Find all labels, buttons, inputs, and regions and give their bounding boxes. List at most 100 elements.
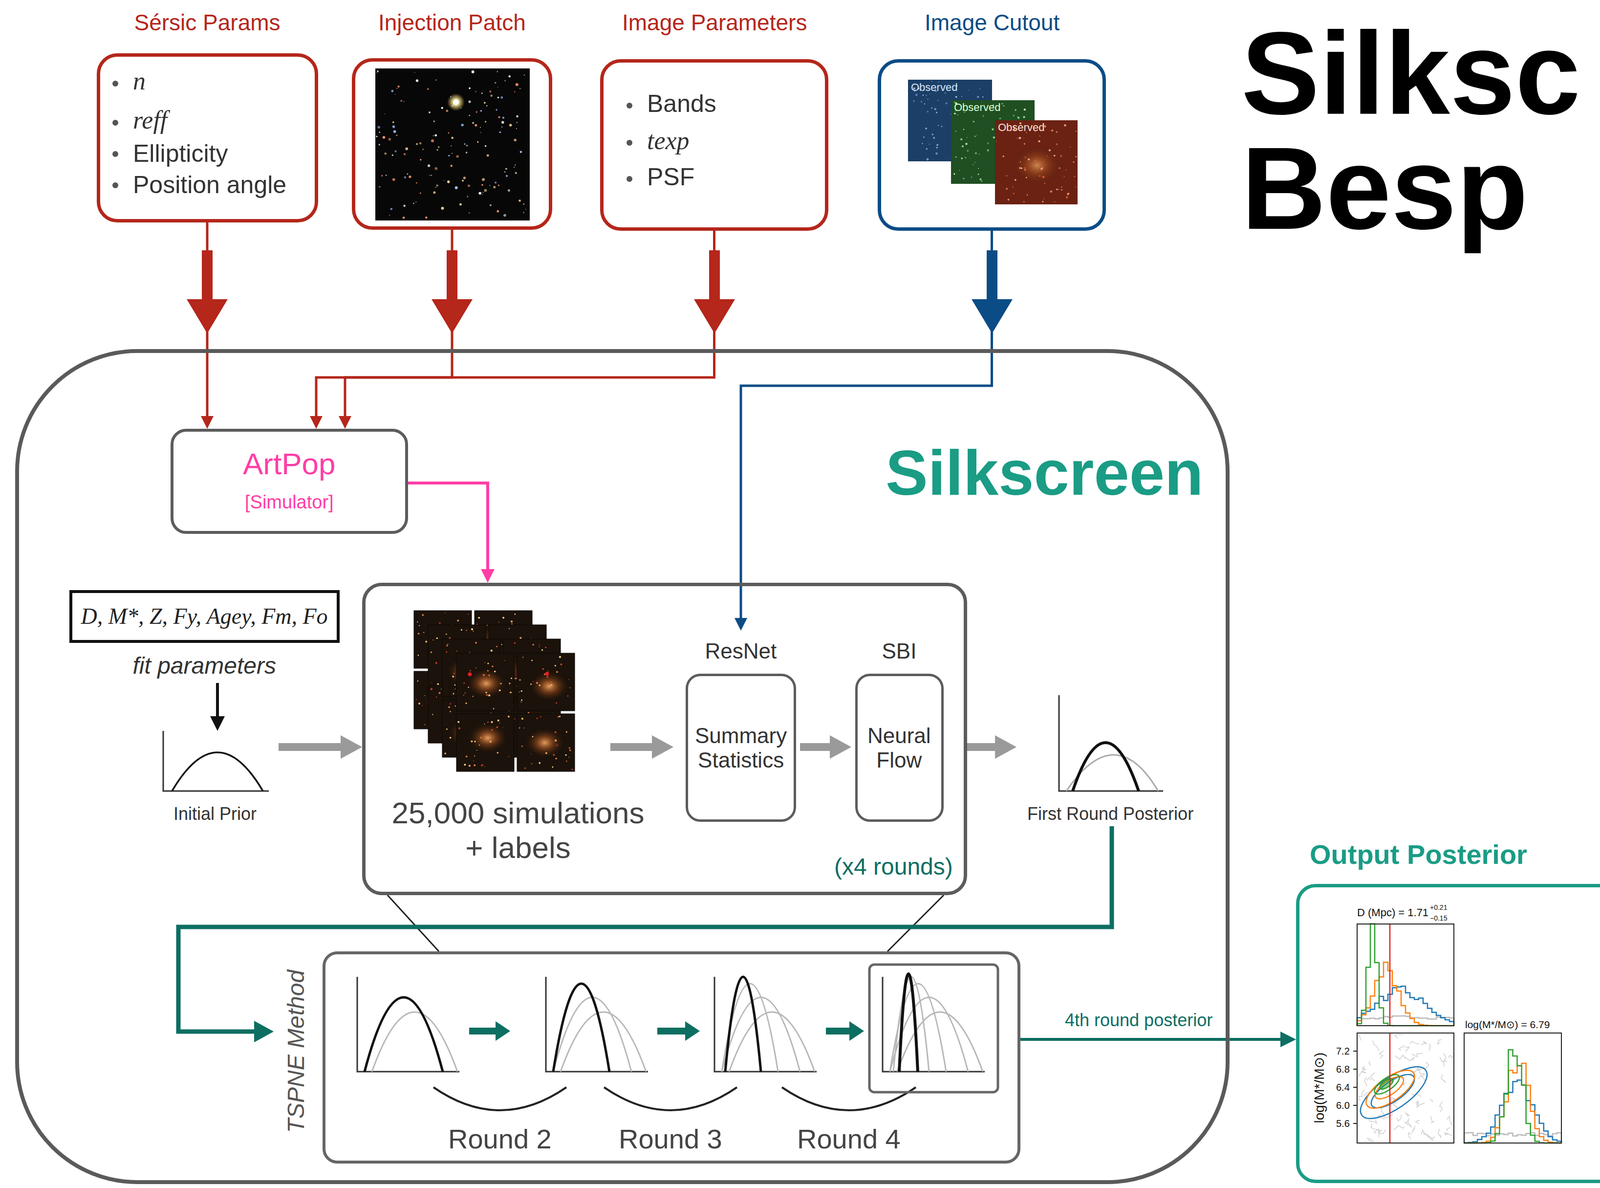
cutout-image (1001, 103, 1003, 105)
injection-image (508, 75, 511, 78)
simulation-tile (545, 680, 548, 683)
injection-image (519, 150, 523, 153)
simulation-tile (520, 698, 523, 701)
cutout-image (1034, 159, 1037, 161)
flow-arrow (610, 735, 674, 759)
simulation-tile (503, 659, 505, 661)
box-caption: fit parameters (132, 651, 277, 679)
cutout-image (926, 158, 930, 161)
injection-image (434, 167, 438, 171)
injection-image (431, 139, 434, 143)
box-outline (600, 59, 829, 231)
injection-image (412, 202, 415, 205)
simulation-tile (449, 710, 452, 713)
injection-image (378, 143, 381, 146)
simulation-tile (532, 643, 535, 646)
cutout-image (941, 125, 943, 128)
corner-plot (1364, 1076, 1367, 1086)
round-arrow (469, 1020, 511, 1041)
simulation-tile (454, 704, 456, 707)
simulation-tile (565, 759, 568, 762)
zoom-line (887, 894, 944, 952)
injection-image (403, 152, 406, 155)
injection-image (450, 164, 453, 167)
corner-plot (1358, 1034, 1362, 1040)
cutout-image (937, 124, 940, 127)
cutout-image (1038, 175, 1041, 177)
cutout-image (931, 133, 934, 136)
simulation-tile (491, 665, 494, 668)
cutout-image (955, 156, 957, 158)
cutout-image (932, 136, 935, 139)
connector (1020, 1037, 1281, 1041)
posterior-plot (1072, 742, 1139, 791)
injection-image (400, 99, 403, 102)
round-panel: TSPNE MethodRound 2Round 3Round 4 (273, 951, 1021, 1164)
simulation-tile (463, 694, 465, 696)
injection-image (468, 87, 471, 90)
simulation-tile (475, 667, 477, 669)
injection-image (427, 87, 430, 90)
simulation-tile (473, 759, 475, 761)
simulation-tile (472, 630, 474, 632)
injection-image (376, 72, 378, 74)
box-heading: ResNet (705, 638, 778, 664)
cutout-image (950, 113, 952, 115)
corner-plot (1394, 1034, 1403, 1038)
cutout-image (1051, 129, 1054, 131)
cutout-image (1056, 143, 1058, 145)
simulation-tile (476, 749, 478, 751)
cutout-image (958, 169, 961, 172)
injection-image (509, 123, 513, 127)
cutout-image (1014, 178, 1017, 181)
injection-image (501, 121, 504, 124)
injection-image (505, 167, 508, 170)
simulation-tile (478, 744, 480, 746)
injection-image (427, 164, 431, 167)
simulation-tile (550, 683, 553, 686)
cutout-image (1063, 124, 1067, 127)
simulation-tile (468, 764, 471, 767)
simulation-tile (507, 715, 510, 718)
simulation-tile (554, 739, 557, 742)
injection-image (396, 87, 398, 89)
injection-image (402, 216, 405, 219)
cutout-image (1042, 200, 1044, 203)
image-tag: Observed (953, 101, 1001, 114)
corner-plot (1444, 1132, 1449, 1136)
injection-image (378, 131, 381, 133)
page-title: Besp (1241, 129, 1529, 247)
zoom-line (387, 894, 439, 952)
round-arc (604, 1086, 737, 1110)
prior-plot: Initial Prior (156, 730, 279, 826)
injection-image (447, 93, 465, 111)
cutout-image (936, 144, 939, 147)
simulation-tile (524, 767, 526, 769)
simulation-tile (514, 613, 516, 615)
injection-image (516, 121, 518, 124)
round-plot (729, 1011, 815, 1072)
box-outline (855, 673, 944, 822)
simulation-tile (444, 611, 446, 613)
cutout-image (988, 142, 990, 144)
cutout-image (922, 94, 924, 96)
simulation-tile (475, 641, 477, 644)
corner-plot (1367, 1077, 1372, 1081)
bullet-dot (112, 80, 119, 87)
simulation-tile (467, 686, 469, 688)
cutout-image (960, 138, 963, 141)
corner-plot (1405, 1112, 1410, 1116)
round-arrow (469, 1020, 865, 1041)
box-heading: Image Cutout (924, 9, 1060, 36)
plot-error: −0.15 (1429, 913, 1448, 922)
simulation-tile (473, 763, 476, 766)
box-heading: SBI (882, 638, 917, 664)
simulation-tile (456, 619, 459, 622)
cutout-image (966, 149, 970, 152)
cutout-image (1002, 155, 1005, 157)
injection-image (519, 87, 521, 89)
plot-caption: Initial Prior (173, 803, 257, 824)
image-tag: Observed (997, 121, 1045, 134)
corner-plot (1394, 1054, 1406, 1060)
simulation-tile (520, 690, 523, 692)
